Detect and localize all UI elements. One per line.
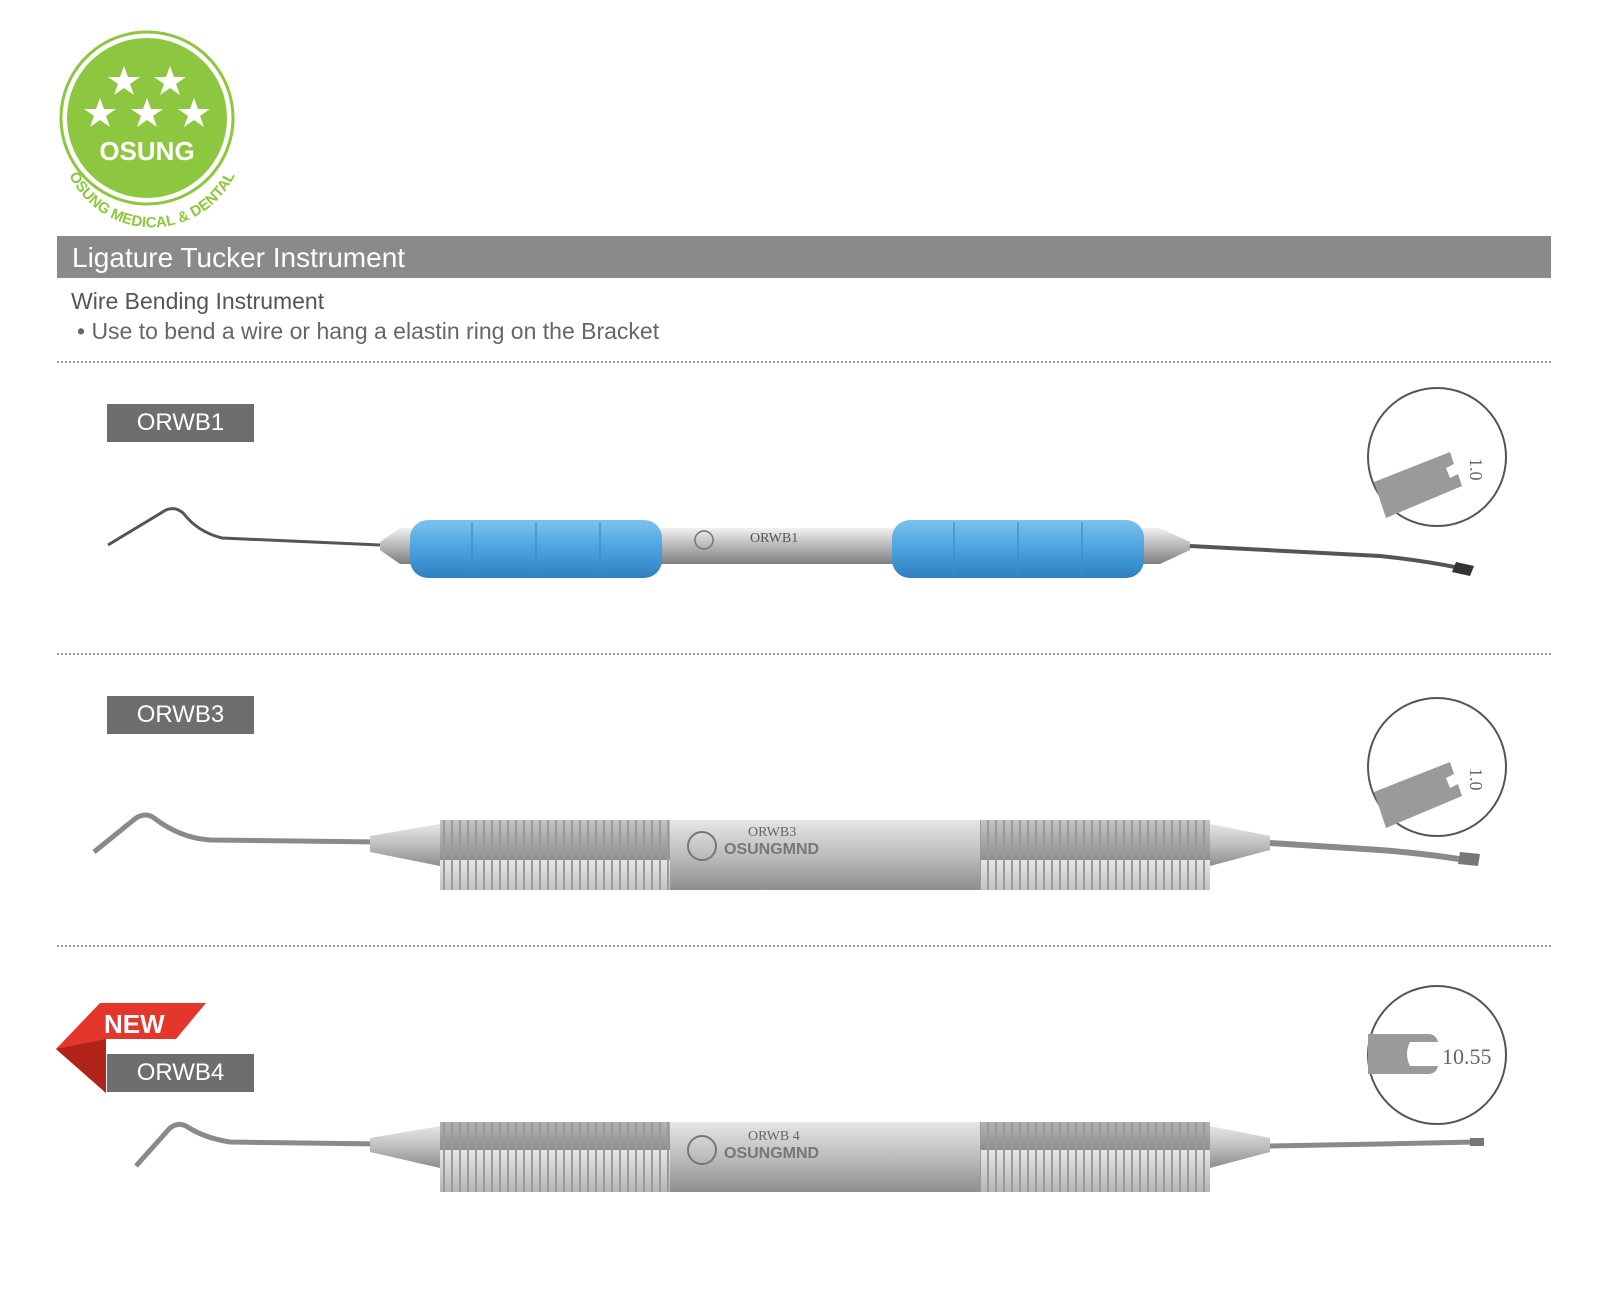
- product-subtitle: Wire Bending Instrument: [71, 288, 325, 314]
- divider: [57, 945, 1551, 947]
- instrument-orwb3: ORWB3 OSUNGMND: [92, 812, 1480, 890]
- usage-description: • Use to bend a wire or hang a elastin r…: [77, 318, 660, 344]
- osung-logo: OSUNG OSUNG MEDICAL & DENTAL: [59, 30, 239, 231]
- divider: [57, 361, 1551, 363]
- handle-brand: OSUNGMND: [724, 1145, 819, 1162]
- handle-engraving: ORWB3: [748, 825, 796, 840]
- handle-engraving: ORWB 4: [748, 1129, 800, 1144]
- product-code-badge: ORWB4: [107, 1054, 254, 1092]
- page-title: Ligature Tucker Instrument: [72, 242, 406, 273]
- section-title-bar: Ligature Tucker Instrument: [57, 236, 1551, 278]
- handle-brand: OSUNGMND: [724, 841, 819, 858]
- instrument-orwb4: ORWB 4 OSUNGMND: [134, 1121, 1484, 1192]
- product-code-badge: ORWB1: [107, 404, 254, 442]
- instrument-orwb1: ORWB1: [107, 507, 1474, 578]
- tip-dimension: 1.0: [1466, 458, 1486, 481]
- tip-dimension: 1.0: [1466, 768, 1486, 791]
- new-label: NEW: [104, 1009, 165, 1039]
- tip-detail-circle: 1.0: [1367, 387, 1507, 527]
- tip-detail-circle: 10.55: [1367, 985, 1507, 1125]
- new-ribbon: NEW: [56, 1003, 206, 1093]
- tip-dimension: 10.55: [1442, 1044, 1492, 1069]
- logo-name: OSUNG: [99, 136, 194, 166]
- tip-detail-circle: 1.0: [1367, 697, 1507, 837]
- divider: [57, 653, 1551, 655]
- star-icons: [84, 66, 210, 127]
- product-code-badge: ORWB3: [107, 696, 254, 734]
- handle-engraving: ORWB1: [750, 531, 798, 546]
